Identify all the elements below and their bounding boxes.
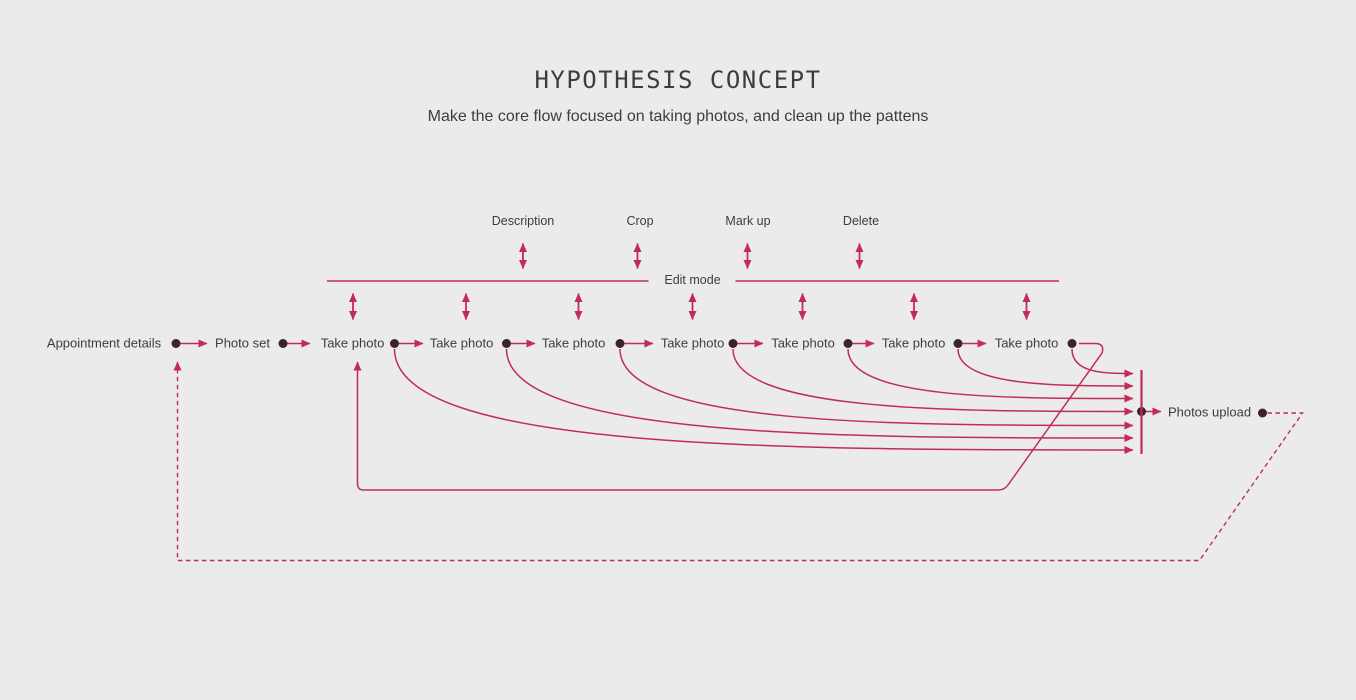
merge-curve-tp6 (957, 348, 1134, 390)
node-take-photo-5: Take photo (771, 335, 835, 351)
dot-take-photo-7 (1067, 339, 1077, 348)
mode-toggle-double-arrows (349, 293, 1031, 320)
node-take-photo-2: Take photo (429, 335, 494, 351)
dot-take-photo-5 (843, 339, 853, 348)
dot-take-photo-4 (728, 339, 738, 348)
tool-double-arrows (519, 243, 864, 269)
dot-take-photo-1 (390, 339, 399, 348)
node-photos-upload: Photos upload (1167, 404, 1252, 420)
dot-photo-set (278, 339, 288, 348)
page-title: HYPOTHESIS CONCEPT (534, 66, 822, 94)
dot-take-photo-3 (615, 339, 625, 348)
node-take-photo-3: Take photo (541, 335, 606, 351)
tool-label-description: Description (491, 214, 555, 228)
node-take-photo-7: Take photo (994, 335, 1059, 351)
tool-label-delete: Delete (842, 214, 880, 228)
edit-mode-label: Edit mode (664, 273, 721, 287)
node-take-photo-4: Take photo (660, 335, 725, 351)
dot-photos-upload (1258, 408, 1267, 418)
node-appointment-details: Appointment details (46, 335, 162, 351)
merge-curve-tp1 (393, 348, 1134, 454)
merge-curve-tp3 (619, 348, 1134, 430)
tool-label-crop: Crop (626, 214, 654, 228)
node-take-photo-6: Take photo (881, 335, 946, 351)
page-subtitle: Make the core flow focused on taking pho… (427, 108, 929, 125)
dot-take-photo-6 (953, 339, 963, 348)
merge-curve-tp7 (1071, 348, 1134, 378)
upload-merge-curves (393, 348, 1134, 454)
merge-curve-tp5 (847, 348, 1134, 403)
node-dots (171, 339, 1267, 418)
tool-label-mark-up: Mark up (725, 214, 771, 228)
merge-curve-tp2 (505, 348, 1134, 442)
dot-take-photo-2 (502, 339, 511, 348)
dot-appointment-details (171, 339, 181, 348)
retake-loop (353, 342, 1104, 491)
node-take-photo-1: Take photo (320, 335, 385, 351)
node-photo-set: Photo set (215, 335, 270, 351)
merge-curve-tp4 (732, 348, 1134, 416)
restart-dashed-loop (173, 361, 1304, 562)
node-connector-arrows (180, 339, 1162, 416)
